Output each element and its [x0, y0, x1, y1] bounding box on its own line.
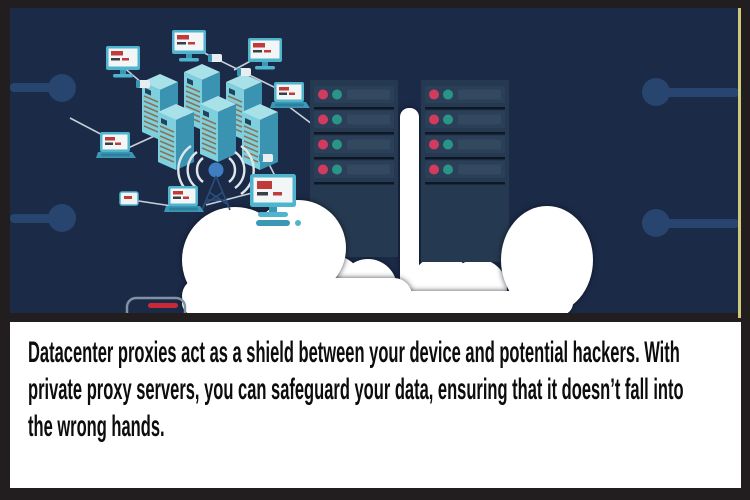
circuit-node-icon	[642, 209, 670, 237]
network-adapter-icon	[259, 154, 273, 162]
circuit-node-icon	[48, 74, 76, 102]
cloud-icon	[182, 200, 593, 313]
server-rack-icon	[421, 80, 509, 262]
wifi-antenna-icon	[177, 145, 255, 211]
circuit-decoration-left	[10, 74, 76, 232]
network-adapter-icon	[208, 54, 222, 62]
caption-line: private proxy servers, you can safeguard…	[28, 373, 684, 406]
circuit-node-icon	[48, 204, 76, 232]
network-card	[119, 191, 139, 206]
accent-line	[738, 8, 741, 318]
monitor-icon	[172, 30, 206, 62]
circuit-node-icon	[642, 78, 670, 106]
laptop-icon	[270, 82, 310, 108]
monitor-icon	[106, 46, 140, 78]
caption-text: Datacenter proxies act as a shield betwe…	[28, 334, 741, 445]
laptop-icon	[164, 186, 204, 212]
antenna-mast	[201, 175, 231, 211]
circuit-decoration-right	[642, 78, 739, 237]
caption-line: the wrong hands.	[28, 410, 165, 443]
network-adapter-icon	[136, 80, 150, 88]
caption-line: Datacenter proxies act as a shield betwe…	[28, 336, 680, 369]
network-adapter-icon	[237, 68, 251, 76]
laptop-icon	[96, 132, 136, 158]
network-illustration	[10, 30, 739, 313]
phone-icon	[125, 296, 187, 313]
illustration-panel	[10, 8, 739, 313]
caption-box: Datacenter proxies act as a shield betwe…	[10, 322, 741, 488]
desktop-computer	[250, 174, 301, 226]
monitor-icon	[248, 38, 282, 70]
server-tower-icon	[199, 95, 237, 163]
